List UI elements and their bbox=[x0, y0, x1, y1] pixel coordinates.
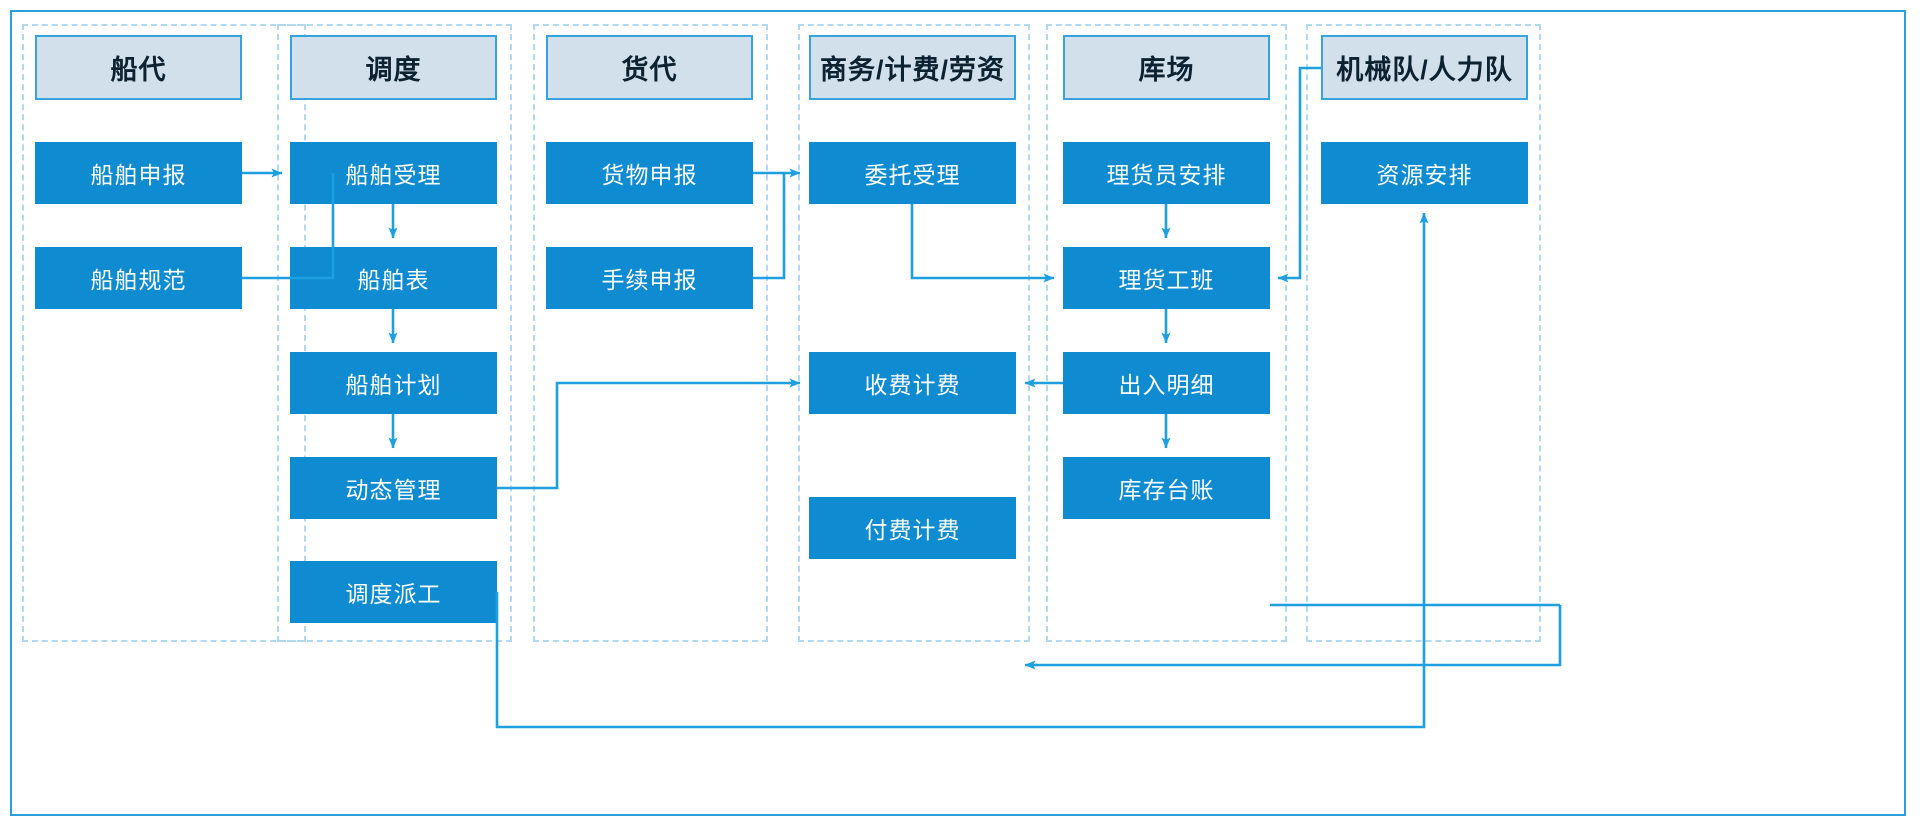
node-chuanbo-shenbao[interactable]: 船舶申报 bbox=[35, 142, 242, 204]
lane-header-jixiedui: 机械队/人力队 bbox=[1321, 35, 1528, 100]
node-chuanbo-guifan[interactable]: 船舶规范 bbox=[35, 247, 242, 309]
node-chuanbo-biao[interactable]: 船舶表 bbox=[290, 247, 497, 309]
lane-header-huodai: 货代 bbox=[546, 35, 753, 100]
node-fufei-jifei[interactable]: 付费计费 bbox=[809, 497, 1016, 559]
swimlane-kuchang bbox=[1046, 24, 1287, 642]
node-diaodu-paigong[interactable]: 调度派工 bbox=[290, 561, 497, 623]
node-lihuoyuan-anpai[interactable]: 理货员安排 bbox=[1063, 142, 1270, 204]
node-dongtai-guanli[interactable]: 动态管理 bbox=[290, 457, 497, 519]
swimlane-chuandai bbox=[22, 24, 306, 642]
node-kucun-taizhang[interactable]: 库存台账 bbox=[1063, 457, 1270, 519]
swimlane-huodai bbox=[533, 24, 768, 642]
node-lihuo-gongban[interactable]: 理货工班 bbox=[1063, 247, 1270, 309]
swimlane-diaodu bbox=[277, 24, 512, 642]
node-shoufei-jifei[interactable]: 收费计费 bbox=[809, 352, 1016, 414]
node-weituo-shouli[interactable]: 委托受理 bbox=[809, 142, 1016, 204]
swimlane-jixiedui bbox=[1306, 24, 1541, 642]
lane-header-chuandai: 船代 bbox=[35, 35, 242, 100]
lane-header-shangwu: 商务/计费/劳资 bbox=[809, 35, 1016, 100]
node-shouxu-shenbao[interactable]: 手续申报 bbox=[546, 247, 753, 309]
lane-header-diaodu: 调度 bbox=[290, 35, 497, 100]
node-churu-mingxi[interactable]: 出入明细 bbox=[1063, 352, 1270, 414]
node-chuanbo-shouli[interactable]: 船舶受理 bbox=[290, 142, 497, 204]
lane-header-kuchang: 库场 bbox=[1063, 35, 1270, 100]
node-ziyuan-anpai[interactable]: 资源安排 bbox=[1321, 142, 1528, 204]
node-huowu-shenbao[interactable]: 货物申报 bbox=[546, 142, 753, 204]
node-chuanbo-jihua[interactable]: 船舶计划 bbox=[290, 352, 497, 414]
